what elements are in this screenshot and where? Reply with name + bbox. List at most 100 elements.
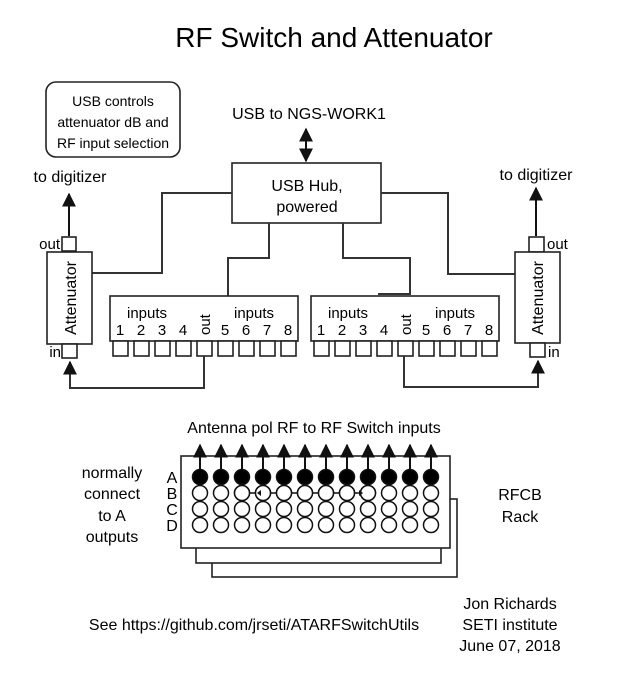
jumper-arrow-left bbox=[257, 490, 261, 496]
switch-port-5 bbox=[418, 340, 435, 357]
switch-inputs-right-label: inputs bbox=[234, 305, 274, 322]
rfcb-port bbox=[191, 484, 209, 502]
right-switch-out-wire bbox=[403, 356, 545, 388]
rfcb-port bbox=[233, 516, 251, 534]
switch-port-label-1: 1 bbox=[116, 322, 124, 339]
rfcb-port bbox=[296, 516, 314, 534]
rfcb-port bbox=[422, 484, 440, 502]
note-line-3: RF input selection bbox=[57, 135, 169, 151]
rfcb-port-filled bbox=[359, 468, 377, 486]
switch-port-label-6: 6 bbox=[242, 322, 250, 339]
switch-port-label-2: 2 bbox=[137, 322, 145, 339]
rfcb-port-filled bbox=[401, 468, 419, 486]
side-note-line-3: to A bbox=[98, 508, 126, 525]
rfcb-port bbox=[359, 516, 377, 534]
switch-port-label-1: 1 bbox=[317, 322, 325, 339]
switch-inputs-right-label: inputs bbox=[435, 305, 475, 322]
rfcb-port bbox=[422, 500, 440, 518]
rfcb-port bbox=[296, 500, 314, 518]
switch-port-out bbox=[397, 340, 414, 357]
note-line-1: USB controls bbox=[72, 93, 154, 109]
switch-body bbox=[310, 295, 500, 342]
right-dest-label: to digitizer bbox=[500, 167, 574, 184]
rfcb-port bbox=[233, 484, 251, 502]
switch-port-8 bbox=[481, 340, 498, 357]
right-attenuator: to digitizer out Attenuator in bbox=[500, 167, 574, 361]
switch-port-1 bbox=[112, 340, 129, 357]
rfcb-port-filled bbox=[254, 468, 272, 486]
switch-port-6 bbox=[439, 340, 456, 357]
switch-port-label-5: 5 bbox=[422, 322, 430, 339]
switch-port-out bbox=[196, 340, 213, 357]
right-in-label: in bbox=[548, 344, 560, 361]
rfcb-port bbox=[191, 516, 209, 534]
switch-port-2 bbox=[334, 340, 351, 357]
switch-port-7 bbox=[460, 340, 477, 357]
switch-port-label-4: 4 bbox=[179, 322, 187, 339]
repo-link[interactable]: See https://github.com/jrseti/ATARFSwitc… bbox=[89, 617, 419, 634]
switch-port-2 bbox=[133, 340, 150, 357]
switch-port-label-8: 8 bbox=[284, 322, 292, 339]
switch-inputs-left-label: inputs bbox=[127, 305, 167, 322]
switch-port-5 bbox=[217, 340, 234, 357]
right-in-port bbox=[529, 342, 546, 358]
date: June 07, 2018 bbox=[459, 638, 561, 655]
rfcb-port bbox=[401, 516, 419, 534]
left-dest-label: to digitizer bbox=[34, 169, 108, 186]
left-out-label: out bbox=[39, 236, 61, 253]
hub-line-2: powered bbox=[276, 199, 337, 216]
rfcb-port-filled bbox=[233, 468, 251, 486]
rfcb-port bbox=[233, 500, 251, 518]
usb-uplink-label: USB to NGS-WORK1 bbox=[232, 106, 386, 123]
switch-port-label-2: 2 bbox=[338, 322, 346, 339]
side-note-line-1: normally bbox=[82, 465, 142, 482]
rfcb-port bbox=[359, 500, 377, 518]
rfcb-port-filled bbox=[275, 468, 293, 486]
note-line-2: attenuator dB and bbox=[57, 114, 168, 130]
rfcb-row-label-A: A bbox=[167, 470, 178, 487]
switch-port-4 bbox=[376, 340, 393, 357]
author: Jon Richards bbox=[463, 596, 556, 613]
rfcb-port bbox=[317, 484, 335, 502]
rack-label-line-2: Rack bbox=[502, 509, 539, 526]
switch-port-label-4: 4 bbox=[380, 322, 388, 339]
switch-port-3 bbox=[154, 340, 171, 357]
rfcb-port bbox=[296, 484, 314, 502]
rfcb-port-filled bbox=[422, 468, 440, 486]
organization: SETI institute bbox=[462, 617, 557, 634]
left-attenuator-label: Attenuator bbox=[63, 260, 80, 335]
rfcb-port bbox=[380, 516, 398, 534]
diagram-title: RF Switch and Attenuator bbox=[175, 22, 493, 53]
rfcb-port bbox=[212, 516, 230, 534]
right-out-label: out bbox=[547, 236, 569, 253]
hub-to-left-switch-wire bbox=[227, 223, 270, 296]
rfcb-port-filled bbox=[317, 468, 335, 486]
rfcb-port bbox=[254, 484, 272, 502]
left-switch-out-wire bbox=[63, 356, 205, 389]
switch-port-label-5: 5 bbox=[221, 322, 229, 339]
rfcb-port bbox=[401, 500, 419, 518]
rfcb-port bbox=[338, 500, 356, 518]
left-in-label: in bbox=[49, 344, 61, 361]
rfcb-port bbox=[317, 500, 335, 518]
switch-out-label: out bbox=[197, 313, 214, 335]
left-out-port bbox=[61, 236, 77, 252]
switch-port-label-7: 7 bbox=[263, 322, 271, 339]
left-in-port bbox=[61, 343, 78, 359]
hub-to-right-attenuator-wire bbox=[381, 192, 515, 275]
rfcb-port bbox=[275, 484, 293, 502]
switch-port-1 bbox=[313, 340, 330, 357]
rfcb-header: Antenna pol RF to RF Switch inputs bbox=[187, 420, 440, 437]
usb-control-note: USB controls attenuator dB and RF input … bbox=[45, 81, 181, 158]
switch-out-label: out bbox=[398, 313, 415, 335]
switch-body bbox=[109, 295, 299, 342]
right-attenuator-label: Attenuator bbox=[530, 260, 547, 335]
right-out-port bbox=[528, 236, 545, 253]
rfcb-port bbox=[212, 484, 230, 502]
rfcb-row-label-D: D bbox=[166, 518, 178, 535]
side-note-line-2: connect bbox=[84, 486, 141, 503]
switch-port-label-3: 3 bbox=[158, 322, 166, 339]
